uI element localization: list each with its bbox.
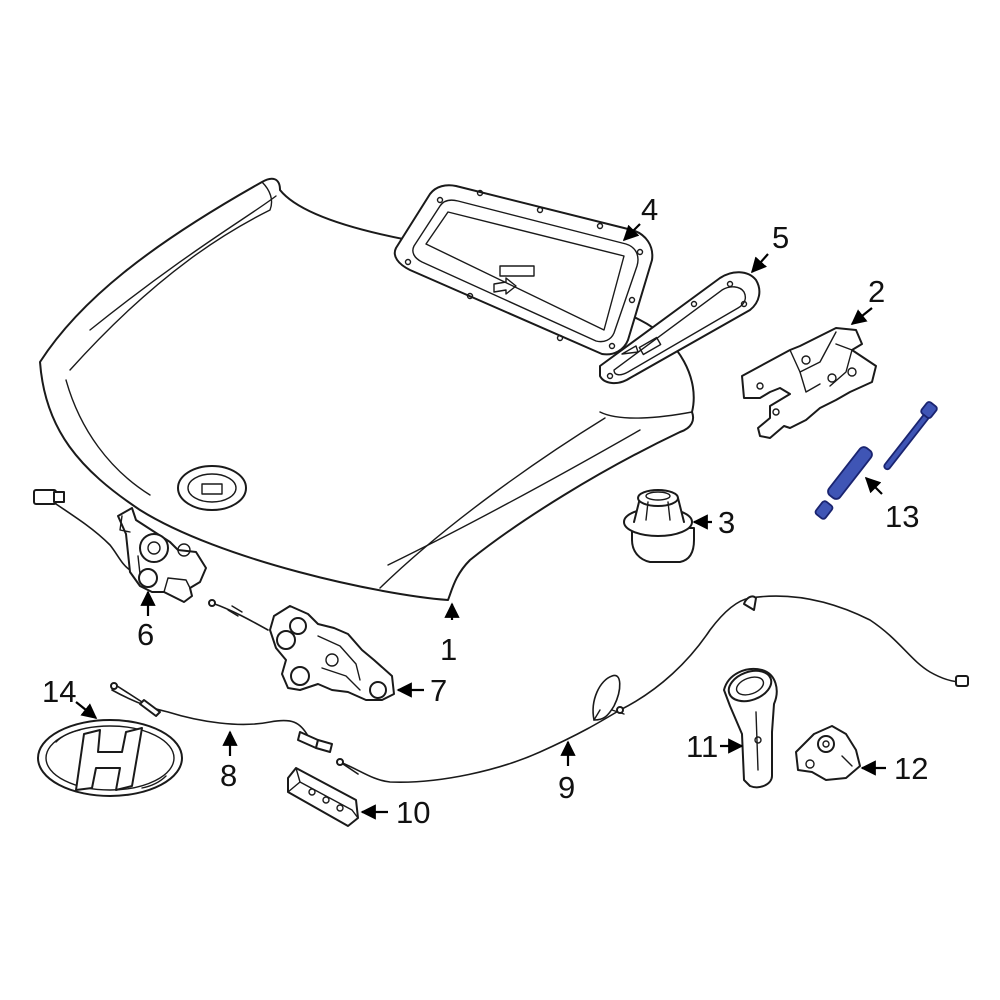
hood-hinge[interactable] — [741, 327, 877, 439]
callout-label-9: 9 — [558, 770, 575, 805]
lift-support-cylinder — [827, 446, 873, 500]
hood-latch[interactable] — [33, 489, 207, 603]
callout-4: 4 — [622, 192, 658, 242]
callout-label-3: 3 — [718, 505, 735, 540]
callout-5: 5 — [750, 220, 789, 274]
hood-release-latch[interactable] — [208, 599, 395, 701]
callout-label-7: 7 — [430, 673, 447, 708]
callout-label-8: 8 — [220, 758, 237, 793]
hood-bumper[interactable] — [623, 489, 695, 563]
callout-6: 6 — [137, 590, 156, 652]
callout-label-1: 1 — [440, 632, 457, 667]
callout-7: 7 — [396, 673, 447, 708]
callout-12: 12 — [860, 751, 928, 786]
callout-label-11: 11 — [686, 729, 718, 764]
hood-lift-support[interactable] — [814, 401, 938, 520]
release-handle[interactable] — [723, 665, 778, 789]
callouts: 1 2 3 4 5 6 7 8 — [42, 192, 928, 830]
callout-9: 9 — [558, 740, 576, 805]
callout-label-6: 6 — [137, 617, 154, 652]
callout-2: 2 — [850, 274, 885, 325]
cover-bolt-holes — [404, 189, 644, 350]
callout-14: 14 — [42, 674, 98, 719]
callout-3: 3 — [692, 505, 735, 540]
callout-label-13: 13 — [885, 499, 919, 534]
callout-label-14: 14 — [42, 674, 76, 709]
callout-10: 10 — [360, 795, 430, 830]
callout-label-2: 2 — [868, 274, 885, 309]
lift-support-rod — [883, 411, 931, 471]
access-cover[interactable] — [393, 184, 654, 356]
release-cable-front[interactable] — [110, 682, 333, 753]
cable-clip[interactable] — [795, 725, 861, 781]
cable-bracket[interactable] — [287, 767, 359, 827]
emblem[interactable] — [37, 719, 183, 797]
seal-strip[interactable] — [599, 271, 761, 384]
release-cable-main[interactable] — [336, 595, 969, 783]
callout-11: 11 — [686, 729, 744, 764]
callout-label-10: 10 — [396, 795, 430, 830]
callout-label-5: 5 — [772, 220, 789, 255]
callout-8: 8 — [220, 730, 238, 793]
callout-label-4: 4 — [641, 192, 658, 227]
callout-label-12: 12 — [894, 751, 928, 786]
callout-1: 1 — [440, 602, 460, 667]
callout-13: 13 — [864, 476, 919, 534]
